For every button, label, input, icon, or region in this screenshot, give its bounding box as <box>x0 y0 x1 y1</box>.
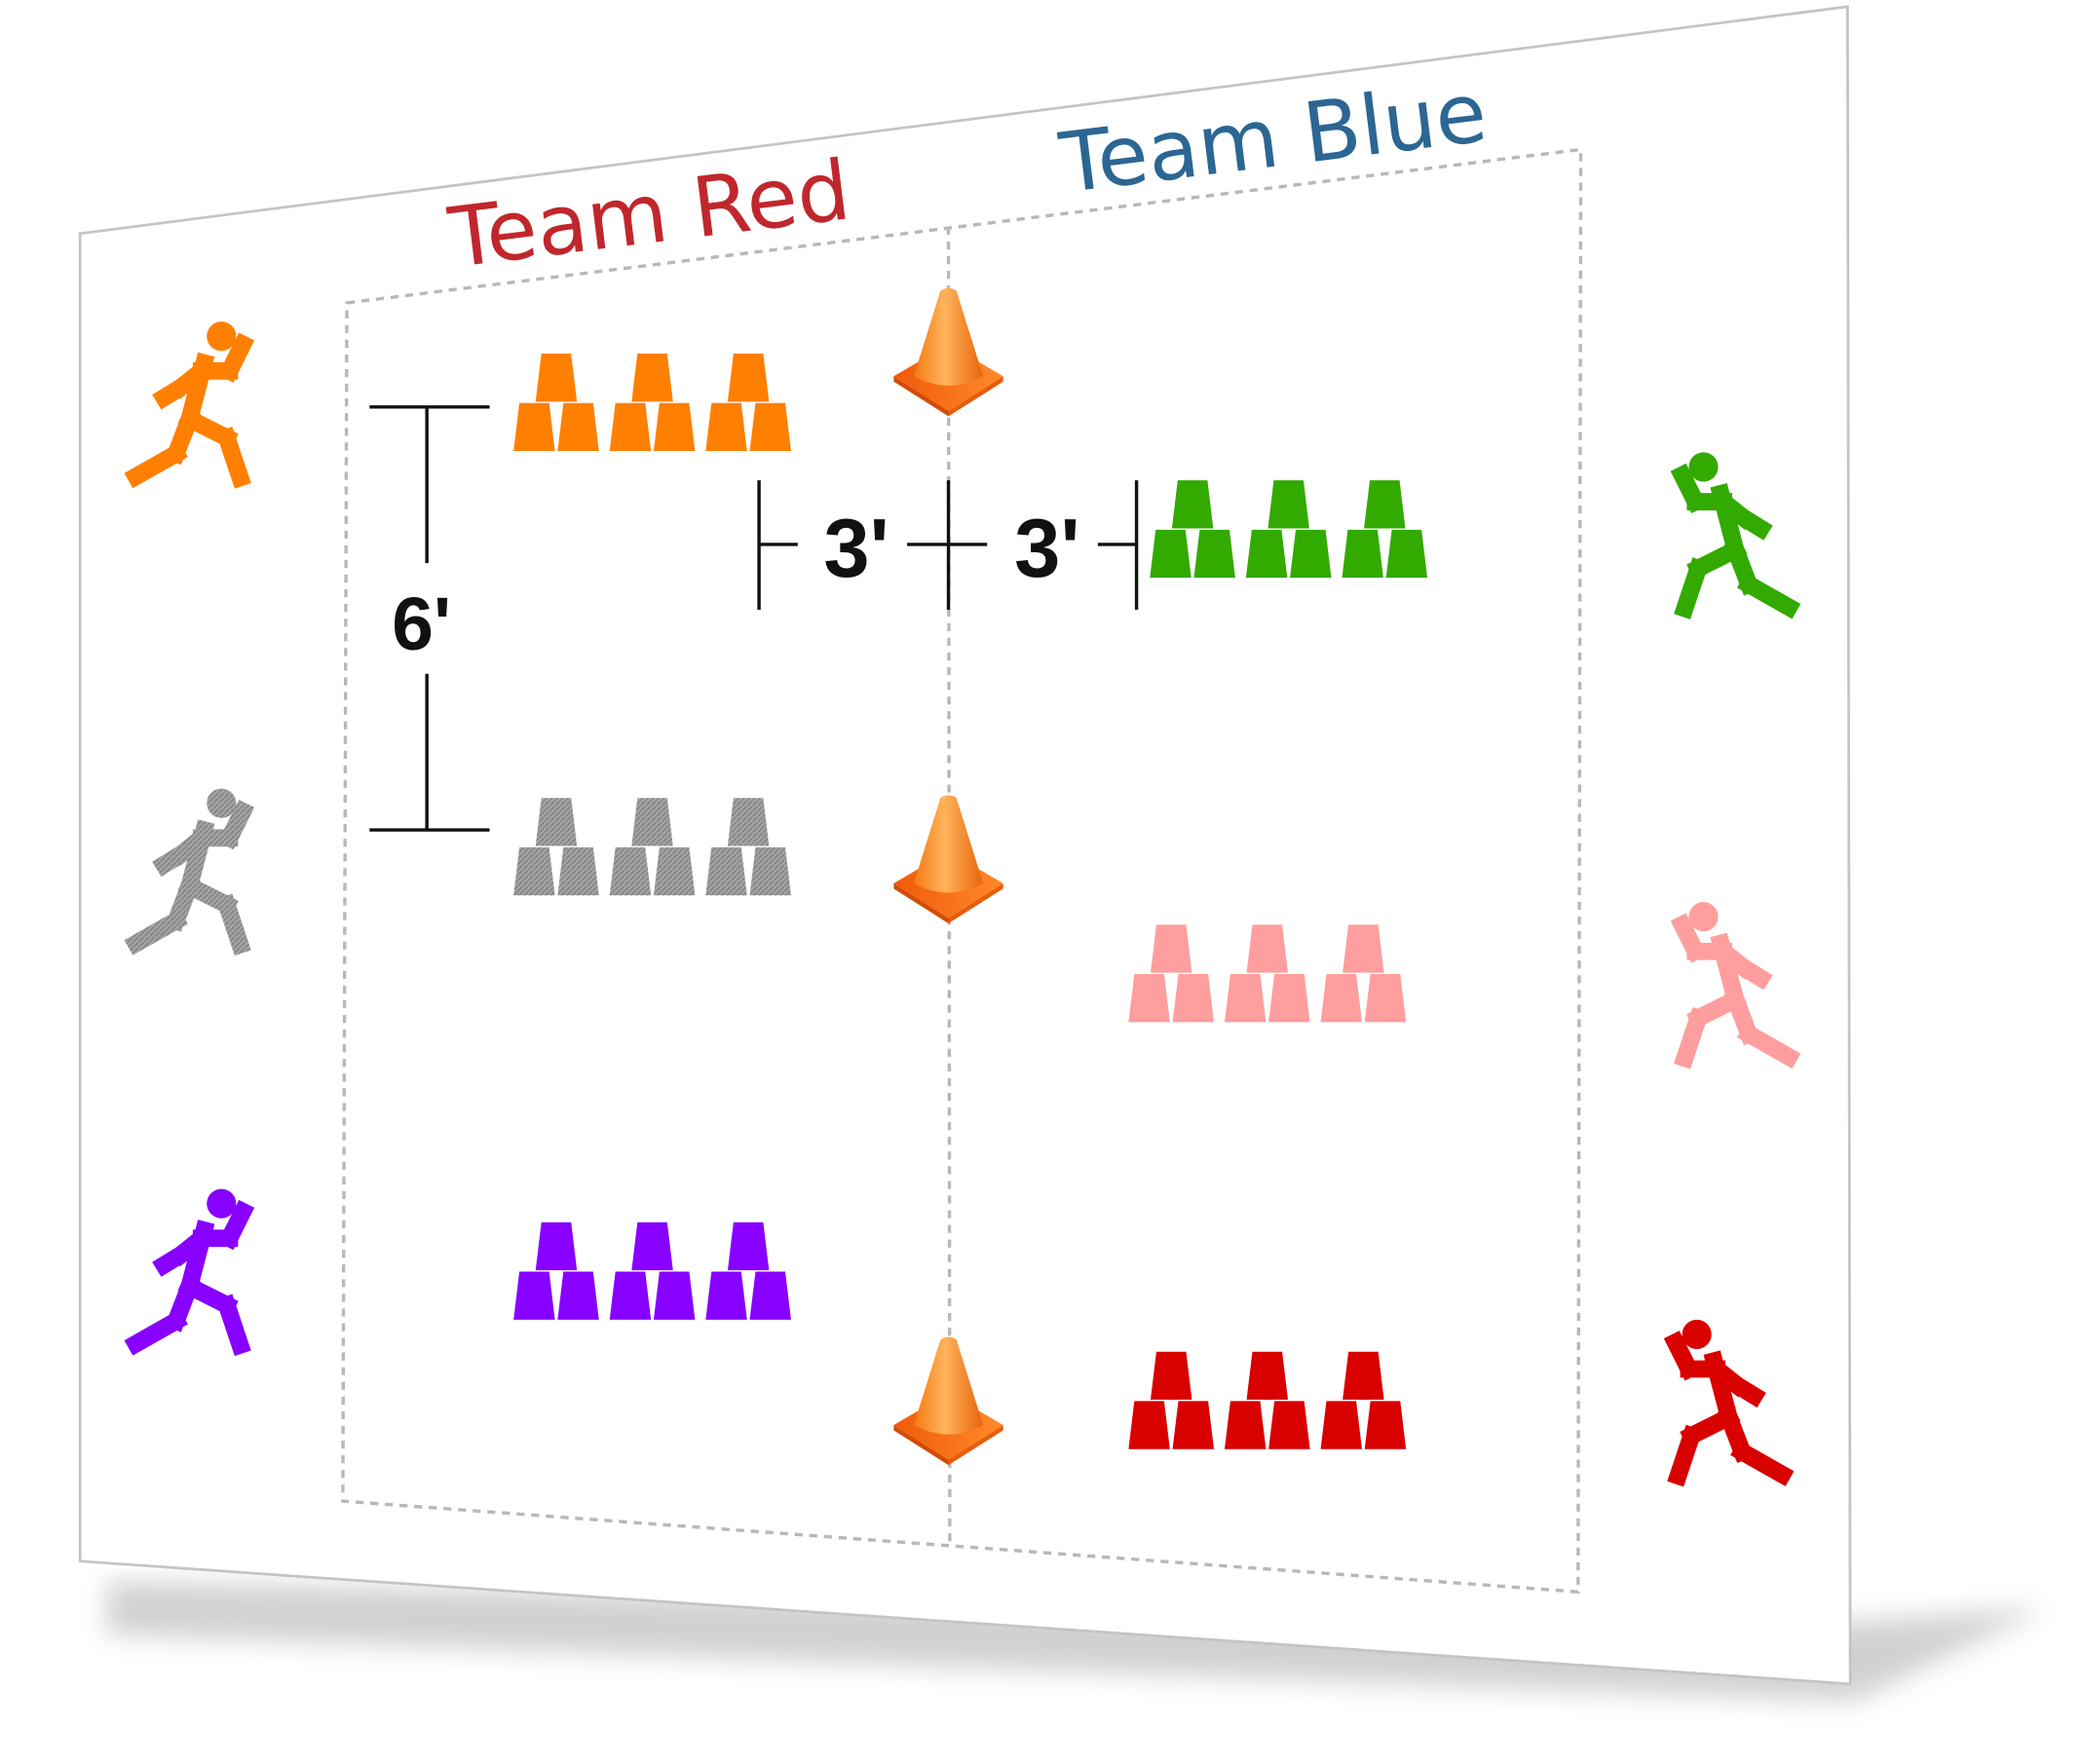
playing-field <box>341 147 1583 1595</box>
runner-icon <box>1663 1319 1795 1487</box>
cup-stack <box>513 798 599 896</box>
cup-stack <box>609 354 696 452</box>
runner-icon <box>124 321 255 489</box>
cup-row <box>1150 480 1428 579</box>
cup-row <box>513 354 791 452</box>
cup-stack <box>1128 1351 1214 1449</box>
cup-stack <box>1128 924 1214 1023</box>
cup-stack <box>705 354 791 452</box>
measure-vertical <box>369 405 490 832</box>
cup-stack <box>705 1221 791 1320</box>
cup-stack <box>1224 924 1310 1023</box>
cup-stack <box>1320 1351 1407 1449</box>
traffic-cone-icon <box>893 795 1003 923</box>
runner-icon <box>124 788 255 957</box>
measure-vertical-label: 6' <box>392 583 451 666</box>
runner-icon <box>124 1188 255 1357</box>
measure-horizontal <box>757 480 1139 611</box>
cup-stack <box>1224 1351 1310 1449</box>
cup-row <box>1128 1351 1407 1449</box>
cup-row <box>513 798 791 896</box>
traffic-cone-icon <box>893 287 1003 417</box>
board-shadow <box>106 1581 2048 1702</box>
cup-stack <box>609 1221 696 1320</box>
cup-stack <box>609 798 696 896</box>
cup-row <box>513 1221 791 1320</box>
cup-stack <box>1342 480 1428 579</box>
cup-stack <box>513 354 599 452</box>
cup-row <box>1128 924 1407 1023</box>
cup-stack <box>513 1221 599 1320</box>
cup-stack <box>1245 480 1332 579</box>
traffic-cone-icon <box>893 1336 1003 1466</box>
measure-right-label: 3' <box>1014 502 1079 594</box>
cup-stack <box>1150 480 1235 579</box>
cup-stack <box>705 798 791 896</box>
measure-left-label: 3' <box>823 502 889 594</box>
runner-icon <box>1670 452 1801 619</box>
cup-stack <box>1320 924 1407 1023</box>
runner-icon <box>1670 902 1801 1070</box>
